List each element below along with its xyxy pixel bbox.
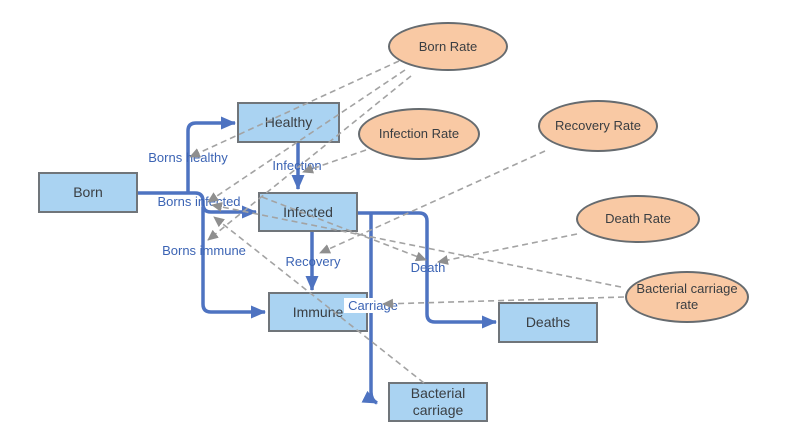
- rate-death-rate-label: Death Rate: [605, 211, 671, 226]
- stock-immune-label: Immune: [292, 303, 344, 320]
- rate-infection-rate[interactable]: Infection Rate: [358, 108, 480, 160]
- rate-infection-rate-label: Infection Rate: [378, 126, 460, 141]
- flow-label-borns-immune[interactable]: Borns immune: [162, 243, 246, 258]
- influence-deathrate-death: [437, 233, 578, 265]
- stock-deaths[interactable]: Deaths: [498, 302, 598, 343]
- flow-label-death[interactable]: Death: [410, 260, 446, 275]
- stock-born[interactable]: Born: [38, 172, 138, 213]
- rate-born-rate-label: Born Rate: [418, 38, 478, 54]
- stock-healthy[interactable]: Healthy: [237, 102, 340, 143]
- flow-label-infection[interactable]: Infection: [272, 158, 322, 173]
- stock-infected[interactable]: Infected: [258, 192, 358, 232]
- flow-borns-immune: [201, 207, 266, 319]
- rate-death-rate[interactable]: Death Rate: [576, 195, 700, 243]
- stock-bacterial-carriage-label: Bacterial carriage: [410, 385, 466, 418]
- stock-infected-label: Infected: [283, 203, 333, 220]
- stock-bacterial-carriage[interactable]: Bacterial carriage: [388, 382, 488, 422]
- rate-born-rate[interactable]: Born Rate: [388, 22, 508, 71]
- flow-label-recovery[interactable]: Recovery: [285, 254, 341, 269]
- stock-healthy-label: Healthy: [264, 114, 313, 130]
- flow-label-borns-infected[interactable]: Borns infected: [157, 194, 241, 209]
- rate-recovery-rate[interactable]: Recovery Rate: [538, 100, 658, 152]
- rate-bacterial-carriage-rate[interactable]: Bacterial carriage rate: [625, 271, 749, 323]
- rate-recovery-rate-label: Recovery Rate: [555, 118, 641, 133]
- stock-deaths-label: Deaths: [525, 314, 571, 330]
- flow-label-carriage[interactable]: Carriage: [344, 298, 402, 313]
- flow-label-borns-healthy[interactable]: Borns healthy: [148, 150, 228, 165]
- stock-born-label: Born: [73, 184, 103, 200]
- rate-bacterial-carriage-rate-label: Bacterial carriage rate: [636, 281, 738, 312]
